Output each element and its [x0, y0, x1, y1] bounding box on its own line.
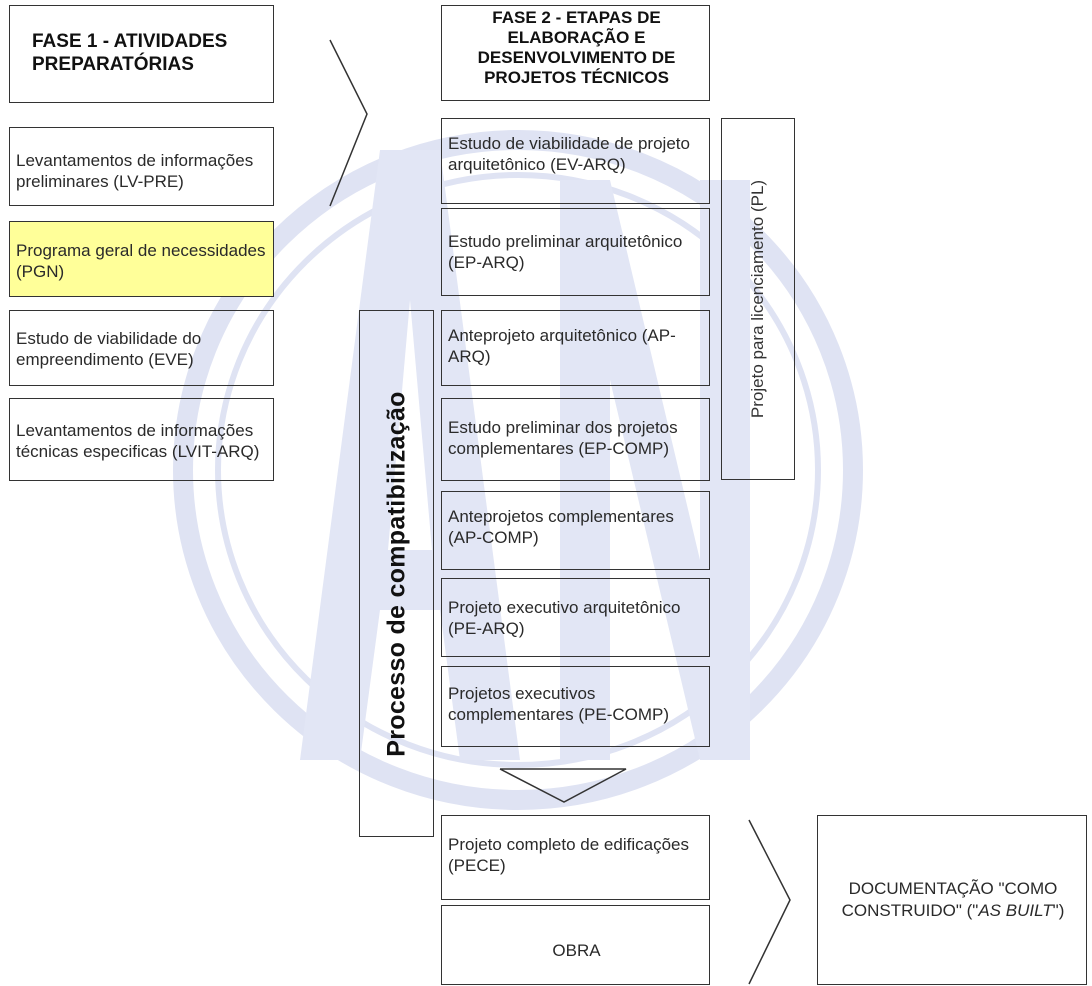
licensing-label: Projeto para licenciamento (PL)	[748, 179, 767, 419]
phase2-title-box: FASE 2 - ETAPAS DE ELABORAÇÃO E DESENVOL…	[441, 5, 710, 101]
phase1-title-box: FASE 1 - ATIVIDADES PREPARATÓRIAS	[9, 5, 274, 103]
phase2-item-ep-arq: Estudo preliminar arquitetônico (EP-ARQ)	[441, 208, 710, 296]
as-built-line2-prefix: CONSTRUIDO" ("	[841, 901, 979, 920]
as-built-label: DOCUMENTAÇÃO "COMO CONSTRUIDO" ("AS BUIL…	[818, 878, 1088, 922]
phase2-item-label: Anteprojeto arquitetônico (AP-ARQ)	[448, 326, 676, 366]
phase1-item-pgn: Programa geral de necessidades (PGN)	[9, 221, 274, 297]
obra-label: OBRA	[552, 941, 601, 960]
phase1-item-label: Programa geral de necessidades (PGN)	[16, 241, 266, 281]
phase1-item-eve: Estudo de viabilidade do empreendimento …	[9, 310, 274, 386]
phase2-complete-pece: Projeto completo de edificações (PECE)	[441, 815, 710, 900]
phase2-item-label: Estudo preliminar arquitetônico (EP-ARQ)	[448, 232, 683, 272]
compatibility-process-box: Processo de compatibilização	[359, 310, 434, 837]
phase1-item-lvit-arq: Levantamentos de informações técnicas es…	[9, 398, 274, 481]
pece-label: Projeto completo de edificações (PECE)	[448, 835, 689, 875]
compatibility-process-label: Processo de compatibilização	[382, 390, 410, 757]
phase2-construction-obra: OBRA	[441, 905, 710, 985]
phase2-title: FASE 2 - ETAPAS DE ELABORAÇÃO E DESENVOL…	[477, 8, 676, 87]
phase1-title: FASE 1 - ATIVIDADES PREPARATÓRIAS	[32, 31, 228, 75]
as-built-line2-suffix: ")	[1052, 901, 1065, 920]
as-built-line1: DOCUMENTAÇÃO "COMO	[848, 879, 1058, 898]
arrow-to-as-built	[748, 819, 791, 985]
phase2-item-label: Estudo de viabilidade de projeto arquite…	[448, 134, 690, 174]
arrow-down-to-pece	[499, 768, 627, 803]
phase1-item-label: Estudo de viabilidade do empreendimento …	[16, 329, 202, 369]
phase2-item-ap-arq: Anteprojeto arquitetônico (AP-ARQ)	[441, 310, 710, 386]
phase2-item-ev-arq: Estudo de viabilidade de projeto arquite…	[441, 118, 710, 204]
as-built-documentation-box: DOCUMENTAÇÃO "COMO CONSTRUIDO" ("AS BUIL…	[817, 815, 1087, 985]
phase2-item-label: Anteprojetos complementares (AP-COMP)	[448, 507, 674, 547]
licensing-box: Projeto para licenciamento (PL)	[721, 118, 795, 480]
phase2-item-ap-comp: Anteprojetos complementares (AP-COMP)	[441, 491, 710, 570]
phase1-item-label: Levantamentos de informações técnicas es…	[16, 421, 260, 461]
phase2-item-label: Projeto executivo arquitetônico (PE-ARQ)	[448, 598, 681, 638]
phase2-item-pe-arq: Projeto executivo arquitetônico (PE-ARQ)	[441, 578, 710, 657]
phase2-item-label: Estudo preliminar dos projetos complemen…	[448, 418, 678, 458]
phase2-item-pe-comp: Projetos executivos complementares (PE-C…	[441, 666, 710, 747]
arrow-phase1-to-phase2	[329, 39, 368, 207]
phase1-item-label: Levantamentos de informações preliminare…	[16, 151, 254, 191]
phase1-item-lv-pre: Levantamentos de informações preliminare…	[9, 127, 274, 206]
phase2-item-label: Projetos executivos complementares (PE-C…	[448, 684, 670, 724]
phase2-item-ep-comp: Estudo preliminar dos projetos complemen…	[441, 398, 710, 481]
as-built-italic: AS BUILT	[978, 901, 1053, 920]
